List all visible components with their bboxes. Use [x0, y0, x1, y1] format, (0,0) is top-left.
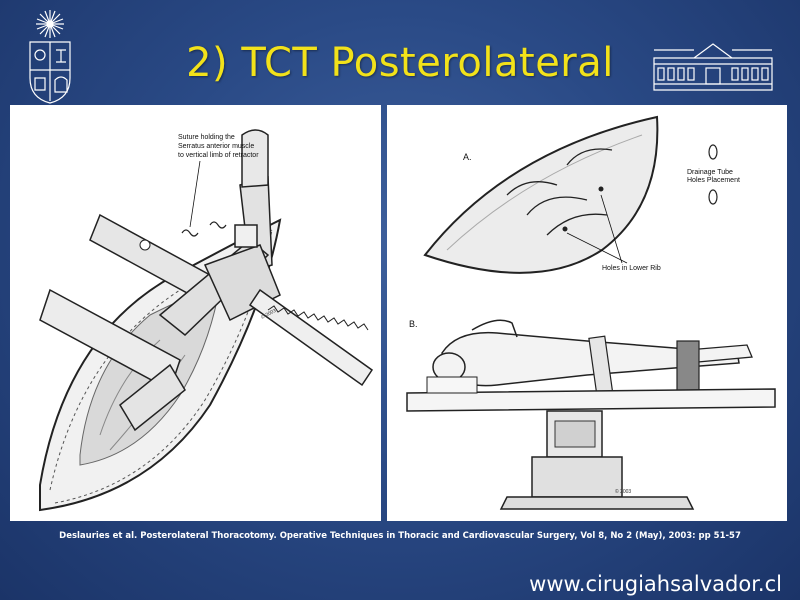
suture-annotation-line1: Suture holding the: [178, 134, 235, 141]
figure-b-label: B.: [409, 319, 418, 329]
university-emblem-logo: [29, 10, 71, 104]
retractor-crossbar: [89, 213, 211, 302]
right-copyright: © 2003: [615, 488, 631, 495]
positioning-illustration: A. Drainage Tube Holes Placement Holes i…: [406, 115, 776, 510]
figure-a-label: A.: [463, 152, 472, 162]
positioning-illustration-panel: A. Drainage Tube Holes Placement Holes i…: [387, 105, 787, 521]
retractor-rack: [248, 288, 374, 387]
website-url[interactable]: www.cirugiahsalvador.cl: [529, 572, 782, 596]
drainage-label-line2: Holes Placement: [687, 177, 740, 184]
hospital-building-logo: [653, 43, 773, 91]
operating-table: [406, 388, 776, 412]
retractor-illustration: Suture holding the Serratus anterior mus…: [39, 129, 374, 512]
retractor-illustration-panel: Suture holding the Serratus anterior mus…: [10, 105, 381, 521]
holes-label: Holes in Lower Rib: [602, 265, 661, 272]
citation-caption: Deslauries et al. Posterolateral Thoraco…: [59, 531, 741, 541]
suture-annotation-line3: to vertical limb of retractor: [178, 152, 259, 159]
suture-annotation-line2: Serratus anterior muscle: [178, 143, 254, 150]
drainage-label-line1: Drainage Tube: [687, 169, 733, 176]
slide-title: 2) TCT Posterolateral: [186, 40, 614, 86]
incision-closure: [423, 115, 659, 274]
